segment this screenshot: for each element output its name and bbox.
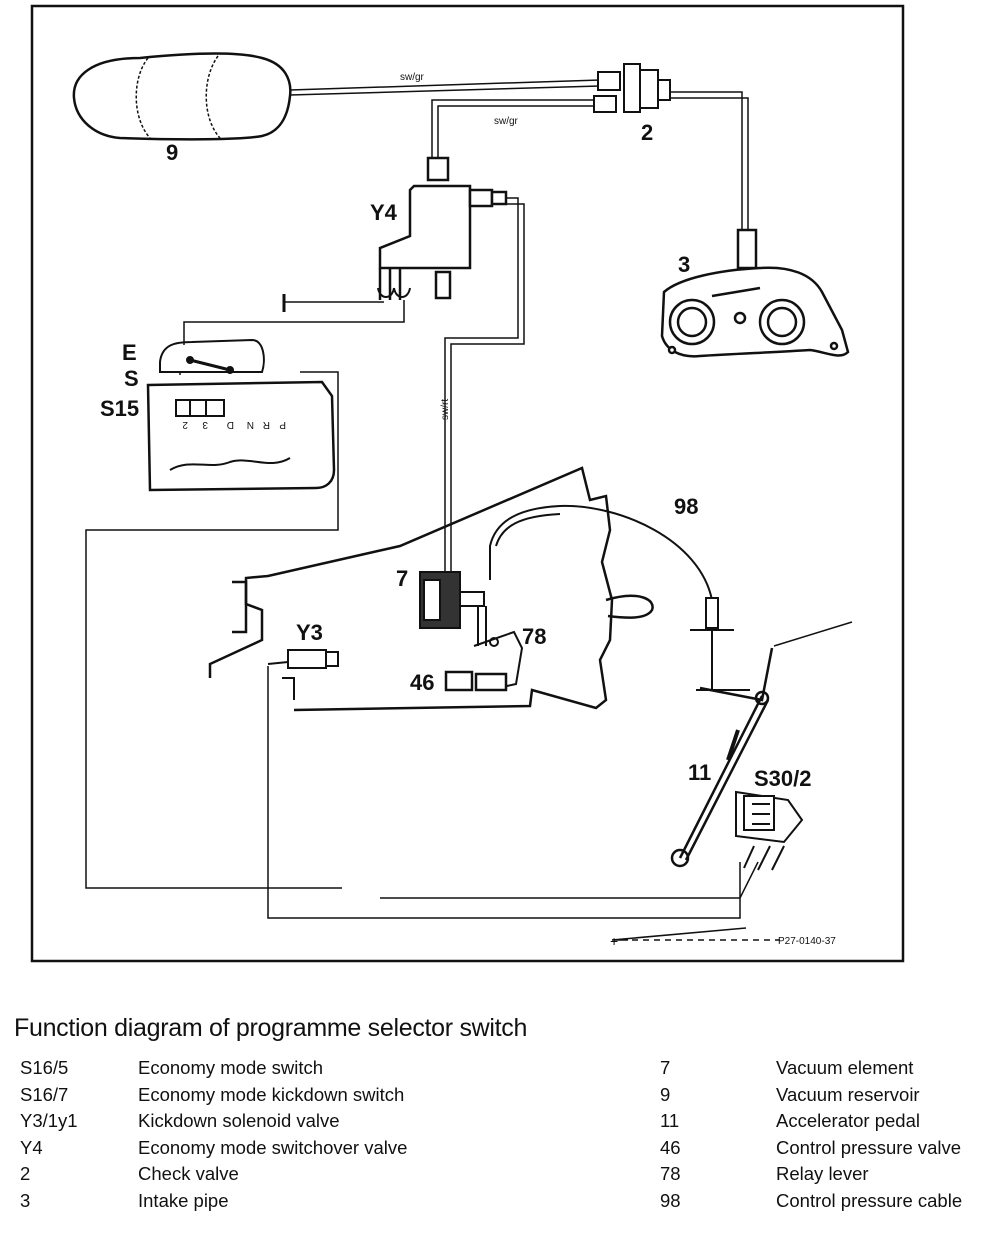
legend-desc: Economy mode switch bbox=[138, 1057, 324, 1078]
legend-item: 7 Vacuum element bbox=[660, 1055, 1000, 1082]
legend-code: 2 bbox=[20, 1163, 31, 1184]
legend-item: 78 Relay lever bbox=[660, 1161, 1000, 1188]
legend-code: 9 bbox=[660, 1083, 671, 1105]
legend-desc: Check valve bbox=[138, 1163, 239, 1184]
vacuum-hoses bbox=[289, 79, 749, 580]
supply-symbol: + bbox=[610, 933, 618, 949]
wire-label-lower: sw/gr bbox=[494, 116, 519, 127]
legend-desc: Control pressure cable bbox=[776, 1189, 963, 1211]
legend-right-column: 7 Vacuum element 9 Vacuum reservoir 11 Acce… bbox=[660, 1055, 1000, 1214]
legend-item: 3 Intake pipe bbox=[20, 1188, 490, 1215]
legend-desc: Relay lever bbox=[776, 1163, 869, 1184]
wire-label-vertical: sw/rt bbox=[440, 399, 451, 420]
legend-item: 9 Vacuum reservoir bbox=[660, 1082, 1000, 1109]
relay-lever-shape bbox=[473, 606, 524, 689]
legend-code: S16/7 bbox=[20, 1083, 69, 1105]
label-kickdown-valve: Y3 bbox=[296, 620, 323, 645]
legend-code: 46 bbox=[660, 1136, 681, 1158]
switchover-valve-shape bbox=[377, 156, 508, 300]
legend-item: 46 Control pressure valve bbox=[660, 1135, 1000, 1162]
legend-code: S16/5 bbox=[20, 1057, 69, 1078]
label-control-cable: 98 bbox=[674, 494, 698, 519]
label-switchover-valve: Y4 bbox=[370, 200, 398, 225]
transmission-housing bbox=[208, 466, 654, 712]
label-selector-e: E bbox=[122, 340, 137, 365]
legend-code: 7 bbox=[660, 1057, 671, 1078]
legend-desc: Economy mode switchover valve bbox=[138, 1136, 408, 1158]
label-vacuum-element: 7 bbox=[396, 566, 408, 591]
accelerator-pedal-shape bbox=[670, 621, 853, 868]
kickdown-valve-shape bbox=[267, 649, 339, 669]
label-kickdown-switch: S30/2 bbox=[754, 766, 812, 791]
kickdown-switch-shape bbox=[735, 790, 804, 871]
gate-letter: P bbox=[279, 419, 286, 430]
legend-item: S16/7 Economy mode kickdown switch bbox=[20, 1082, 490, 1109]
legend-item: Y4 Economy mode switchover valve bbox=[20, 1135, 490, 1162]
label-selector-s: S bbox=[124, 366, 139, 391]
gate-letter: 2 bbox=[182, 419, 188, 430]
legend-item: 11 Accelerator pedal bbox=[660, 1108, 1000, 1135]
legend-desc: Vacuum element bbox=[776, 1057, 914, 1078]
legend-desc: Vacuum reservoir bbox=[776, 1083, 920, 1105]
label-reservoir: 9 bbox=[166, 140, 178, 165]
selector-switch-shape bbox=[146, 338, 336, 492]
legend-code: 98 bbox=[660, 1189, 681, 1211]
label-pedal: 11 bbox=[688, 760, 711, 785]
figure-reference: P27-0140-37 bbox=[778, 936, 836, 947]
legend-item: Y3/1y1 Kickdown solenoid valve bbox=[20, 1108, 490, 1135]
legend-item: 98 Control pressure cable bbox=[660, 1188, 1000, 1215]
legend-desc: Kickdown solenoid valve bbox=[138, 1110, 340, 1131]
check-valve-shape bbox=[593, 63, 671, 113]
label-check-valve: 2 bbox=[641, 120, 653, 145]
gate-letter: 3 bbox=[202, 419, 208, 430]
legend-desc: Accelerator pedal bbox=[776, 1110, 920, 1131]
function-diagram: P R N D 3 2 bbox=[30, 4, 905, 963]
legend-desc: Intake pipe bbox=[138, 1189, 229, 1211]
label-control-valve: 46 bbox=[410, 670, 434, 695]
electrical-leads bbox=[85, 294, 780, 941]
label-relay-lever: 78 bbox=[522, 624, 546, 649]
legend-item: 2 Check valve bbox=[20, 1161, 490, 1188]
vacuum-reservoir-shape bbox=[72, 52, 292, 141]
legend-title: Function diagram of programme selector s… bbox=[14, 1014, 528, 1042]
legend-desc: Control pressure valve bbox=[776, 1136, 962, 1158]
gate-letter: N bbox=[247, 419, 254, 430]
legend-code: 3 bbox=[20, 1189, 31, 1211]
vacuum-element-shape bbox=[419, 571, 485, 629]
control-cable bbox=[489, 504, 750, 691]
wire-label-upper: sw/gr bbox=[400, 72, 425, 83]
gate-letter: D bbox=[227, 419, 234, 430]
diagram-frame bbox=[30, 4, 905, 963]
gear-gate-letters: P R N D 3 2 bbox=[182, 419, 286, 430]
legend-code: 78 bbox=[660, 1163, 681, 1184]
label-intake-pipe: 3 bbox=[678, 252, 690, 277]
legend-code: Y4 bbox=[20, 1136, 43, 1158]
control-valve-shape bbox=[444, 670, 508, 692]
gate-letter: R bbox=[263, 419, 270, 430]
legend-desc: Economy mode kickdown switch bbox=[138, 1083, 405, 1105]
legend-code: 11 bbox=[660, 1110, 680, 1131]
label-selector-switch: S15 bbox=[100, 396, 139, 421]
intake-pipe-shape bbox=[660, 228, 850, 358]
legend-code: Y3/1y1 bbox=[20, 1110, 78, 1131]
legend-item: S16/5 Economy mode switch bbox=[20, 1055, 490, 1082]
